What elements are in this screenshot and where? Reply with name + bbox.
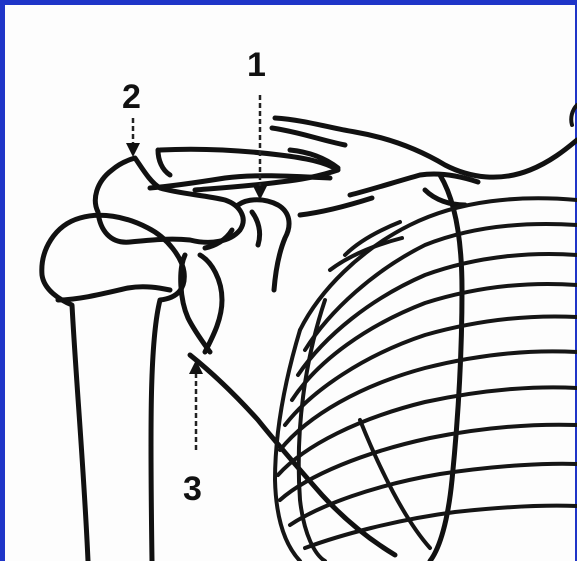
pointer-3 xyxy=(189,360,203,450)
label-3: 3 xyxy=(183,472,202,506)
label-1: 1 xyxy=(247,48,266,82)
label-2: 2 xyxy=(122,80,141,114)
humerus xyxy=(42,215,184,561)
acromion xyxy=(95,149,338,242)
clavicle xyxy=(272,118,577,215)
pointer-2 xyxy=(126,118,140,157)
